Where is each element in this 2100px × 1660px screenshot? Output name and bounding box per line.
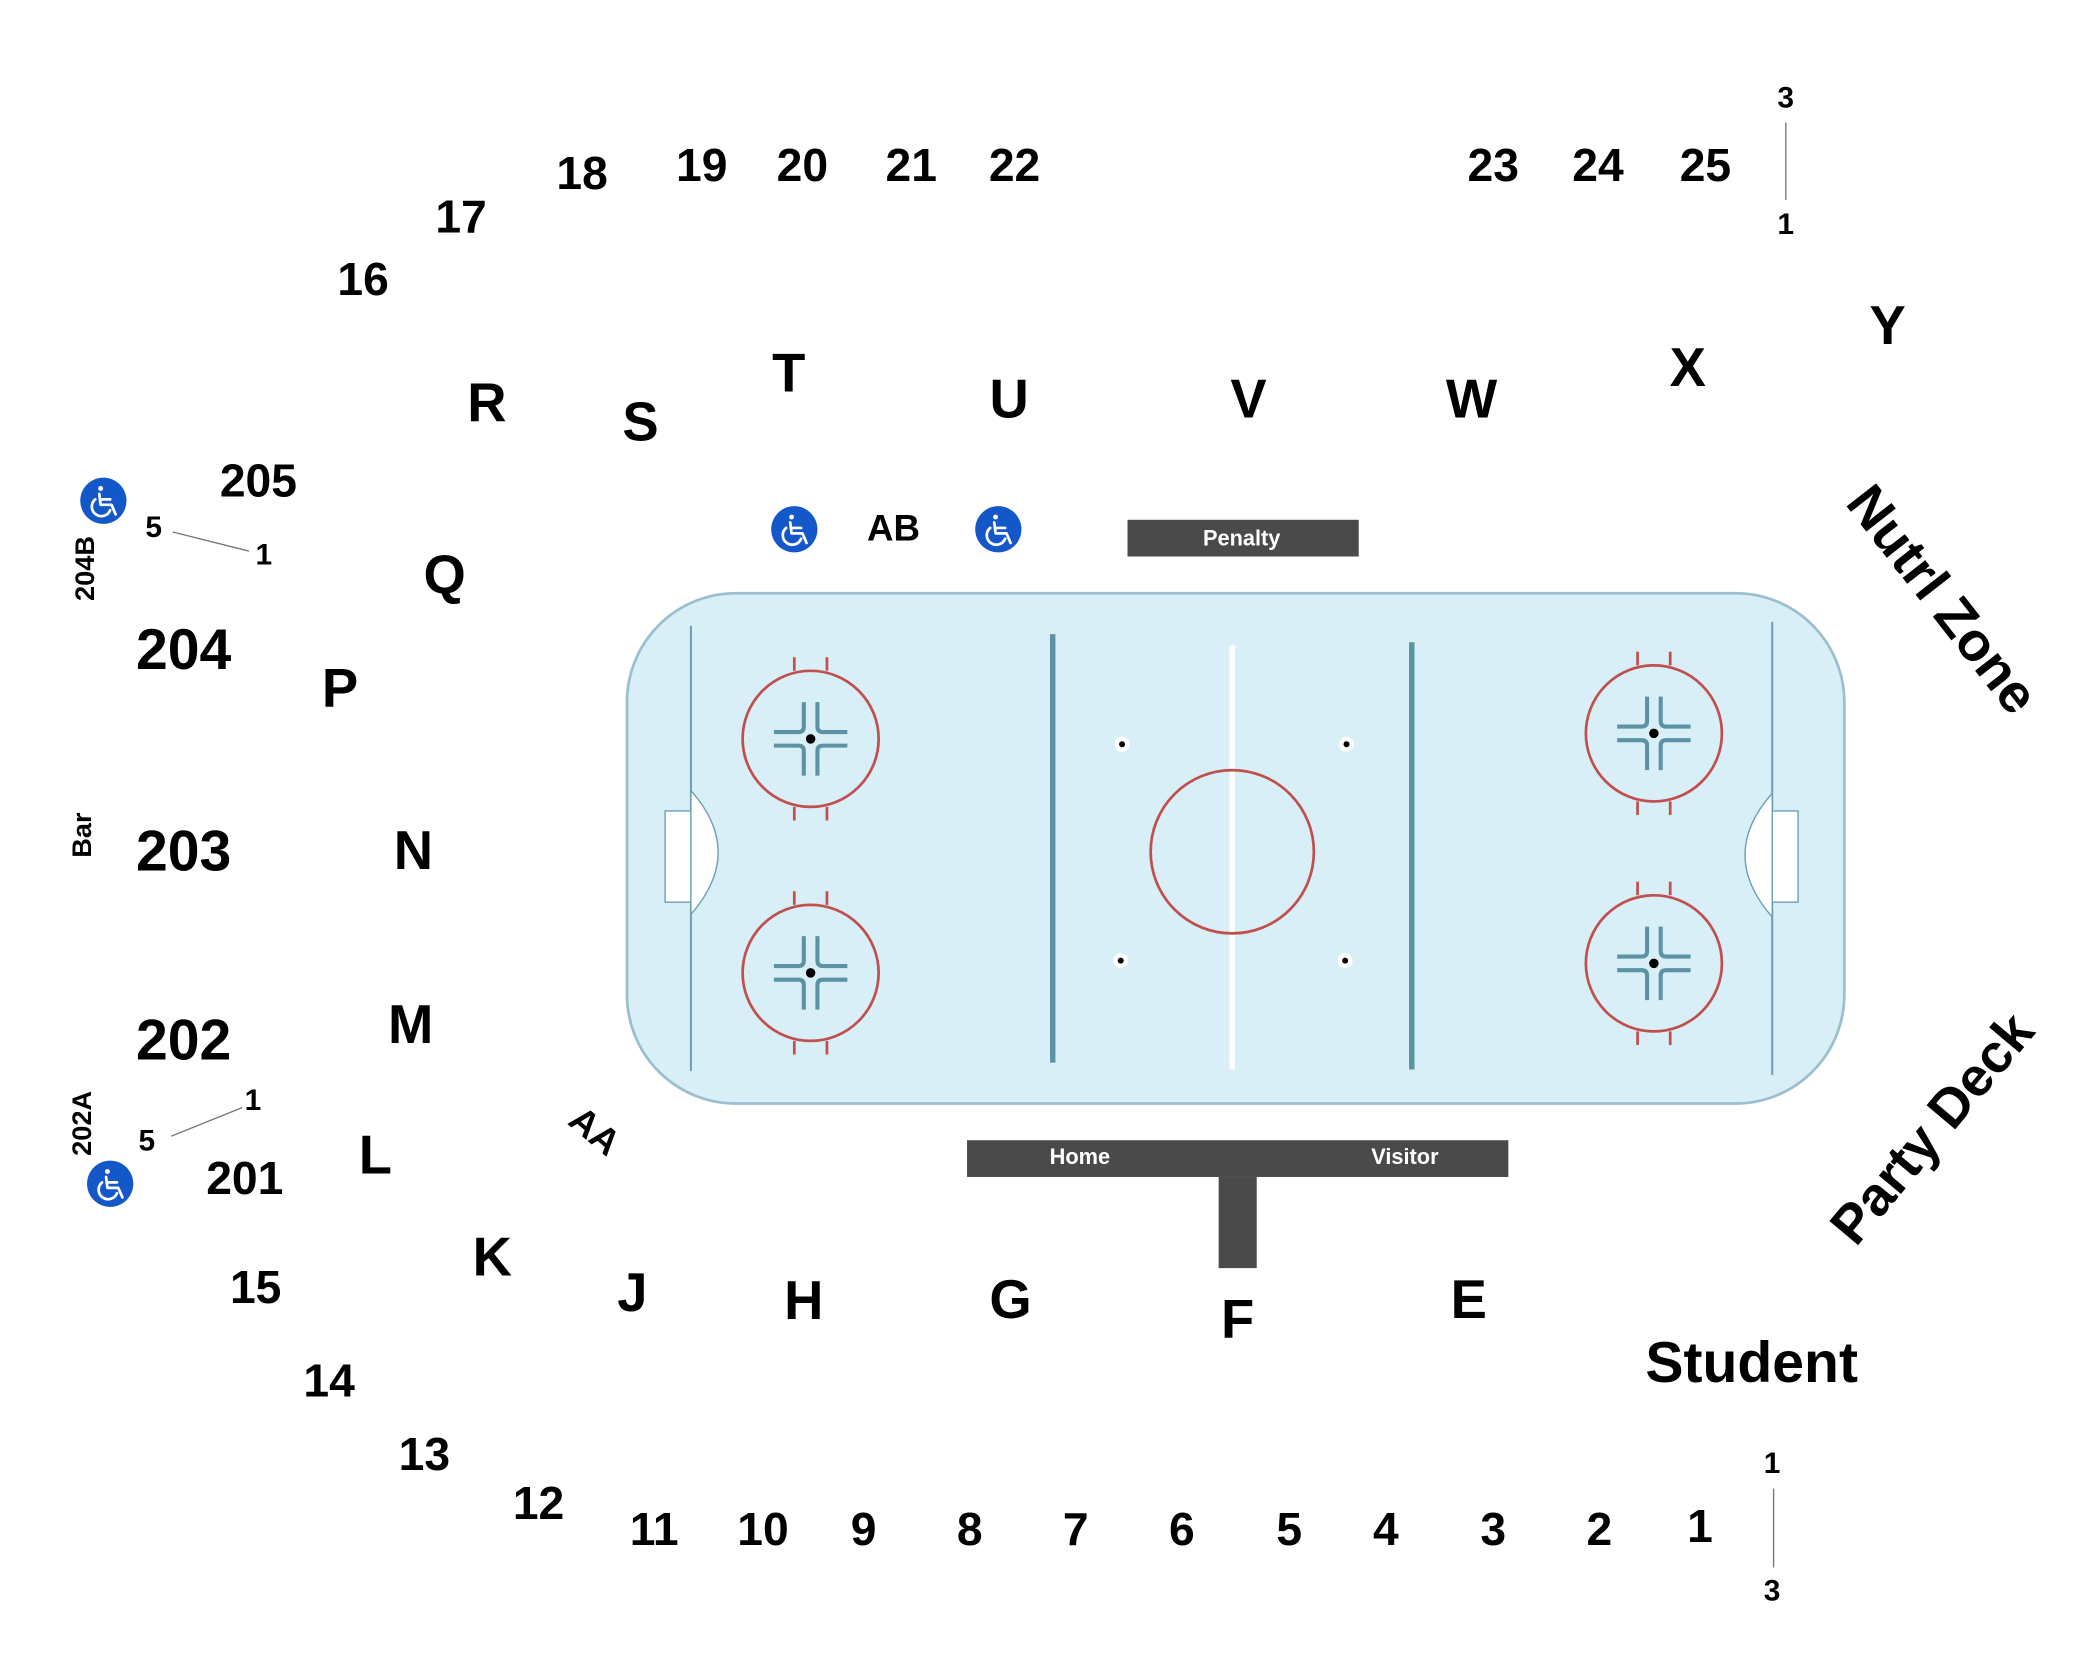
row-range-upper-top: 3: [1777, 80, 1795, 115]
accessible-seating-2[interactable]: [771, 506, 818, 553]
section-j[interactable]: J: [617, 1263, 648, 1324]
suite-203[interactable]: 203: [135, 818, 232, 883]
section-23[interactable]: 23: [1467, 140, 1520, 192]
accessible-seating-1[interactable]: [80, 477, 127, 524]
faceoff-dot-4: [1337, 953, 1353, 969]
penalty-box[interactable]: [1127, 519, 1359, 557]
section-3[interactable]: 3: [1480, 1504, 1507, 1556]
student-section[interactable]: Student: [1645, 1330, 1858, 1394]
party-deck-section[interactable]: Party Deck: [1819, 1001, 2046, 1256]
section-t[interactable]: T: [772, 344, 806, 404]
suite-204b-row-low: 1: [255, 537, 273, 572]
section-q[interactable]: Q: [423, 545, 466, 606]
players-bench[interactable]: [967, 1140, 1509, 1177]
center-circle: [1149, 768, 1316, 935]
suite-202a-row-low: 1: [244, 1082, 262, 1117]
wheelchair-accessible-icon: [781, 514, 808, 547]
suite-202[interactable]: 202: [135, 1007, 232, 1072]
faceoff-circle-top-left: [741, 657, 880, 821]
row-range-lower-top: 1: [1763, 1445, 1781, 1480]
section-12[interactable]: 12: [512, 1478, 565, 1530]
suite-202a[interactable]: 202A: [68, 1090, 98, 1156]
row-range-lower-bottom: 3: [1763, 1573, 1781, 1608]
neutral-zone-section[interactable]: Nutrl Zone: [1834, 474, 2050, 726]
section-20[interactable]: 20: [776, 140, 829, 192]
faceoff-dot-1: [1114, 736, 1130, 752]
section-17[interactable]: 17: [435, 191, 487, 244]
section-g[interactable]: G: [989, 1270, 1032, 1331]
section-k[interactable]: K: [472, 1228, 512, 1288]
wheelchair-accessible-icon: [90, 486, 117, 518]
accessible-seating-4[interactable]: [87, 1160, 134, 1207]
row-range-line-202a: [171, 1106, 243, 1137]
goal-net-right: [1771, 810, 1799, 903]
section-13[interactable]: 13: [398, 1429, 451, 1482]
wheelchair-accessible-icon: [985, 514, 1012, 547]
suite-204b[interactable]: 204B: [70, 535, 101, 601]
section-w[interactable]: W: [1445, 369, 1498, 430]
section-l[interactable]: L: [358, 1126, 392, 1186]
home-bench-label: Home: [1049, 1146, 1111, 1170]
row-range-upper-bottom: 1: [1777, 206, 1795, 241]
goal-crease-left: [690, 788, 719, 917]
faceoff-circle-top-right: [1584, 651, 1724, 816]
section-n[interactable]: N: [393, 821, 434, 882]
row-range-line-204b: [172, 531, 250, 552]
suite-202a-row-high: 5: [138, 1123, 156, 1158]
section-f[interactable]: F: [1220, 1290, 1255, 1351]
section-16[interactable]: 16: [337, 254, 389, 306]
bench-tunnel: [1218, 1176, 1257, 1269]
section-m[interactable]: M: [388, 995, 434, 1056]
section-x[interactable]: X: [1669, 338, 1706, 399]
rink-ice: [625, 591, 1846, 1105]
section-14[interactable]: 14: [303, 1355, 355, 1408]
section-24[interactable]: 24: [1572, 140, 1624, 192]
section-1[interactable]: 1: [1687, 1501, 1713, 1554]
visitor-bench-label: Visitor: [1371, 1146, 1439, 1170]
section-22[interactable]: 22: [988, 140, 1041, 192]
goal-crease-right: [1744, 791, 1773, 919]
suite-205[interactable]: 205: [219, 455, 297, 508]
faceoff-circle-bottom-left: [741, 891, 880, 1055]
section-h[interactable]: H: [784, 1271, 824, 1332]
section-6[interactable]: 6: [1168, 1504, 1195, 1556]
faceoff-dot-3: [1113, 953, 1129, 969]
hockey-rink[interactable]: [625, 591, 1846, 1105]
section-s[interactable]: S: [622, 393, 659, 453]
bar-area[interactable]: Bar: [68, 812, 98, 858]
section-aa[interactable]: AA: [561, 1098, 629, 1164]
section-2[interactable]: 2: [1586, 1504, 1613, 1556]
wheelchair-accessible-icon: [97, 1169, 124, 1201]
section-10[interactable]: 10: [737, 1504, 789, 1556]
section-p[interactable]: P: [321, 659, 359, 720]
section-v[interactable]: V: [1230, 369, 1267, 430]
section-18[interactable]: 18: [556, 148, 608, 200]
faceoff-circle-bottom-right: [1584, 881, 1724, 1045]
section-21[interactable]: 21: [885, 140, 937, 192]
faceoff-dot-2: [1339, 736, 1354, 752]
section-15[interactable]: 15: [229, 1262, 282, 1314]
section-8[interactable]: 8: [956, 1504, 983, 1556]
suite-201[interactable]: 201: [206, 1153, 284, 1205]
section-11[interactable]: 11: [629, 1504, 679, 1556]
section-y[interactable]: Y: [1869, 296, 1906, 357]
accessible-seating-3[interactable]: [975, 506, 1022, 553]
section-19[interactable]: 19: [676, 140, 728, 192]
suite-204b-row-high: 5: [145, 510, 163, 544]
section-u[interactable]: U: [989, 369, 1029, 430]
section-5[interactable]: 5: [1276, 1504, 1303, 1556]
penalty-box-label: Penalty: [1202, 527, 1281, 551]
section-r[interactable]: R: [467, 374, 507, 434]
section-25[interactable]: 25: [1679, 140, 1732, 192]
section-4[interactable]: 4: [1372, 1504, 1399, 1556]
section-9[interactable]: 9: [850, 1504, 877, 1556]
section-ab[interactable]: AB: [867, 507, 921, 549]
section-7[interactable]: 7: [1062, 1504, 1089, 1556]
section-e[interactable]: E: [1450, 1270, 1487, 1331]
suite-204[interactable]: 204: [135, 617, 232, 682]
